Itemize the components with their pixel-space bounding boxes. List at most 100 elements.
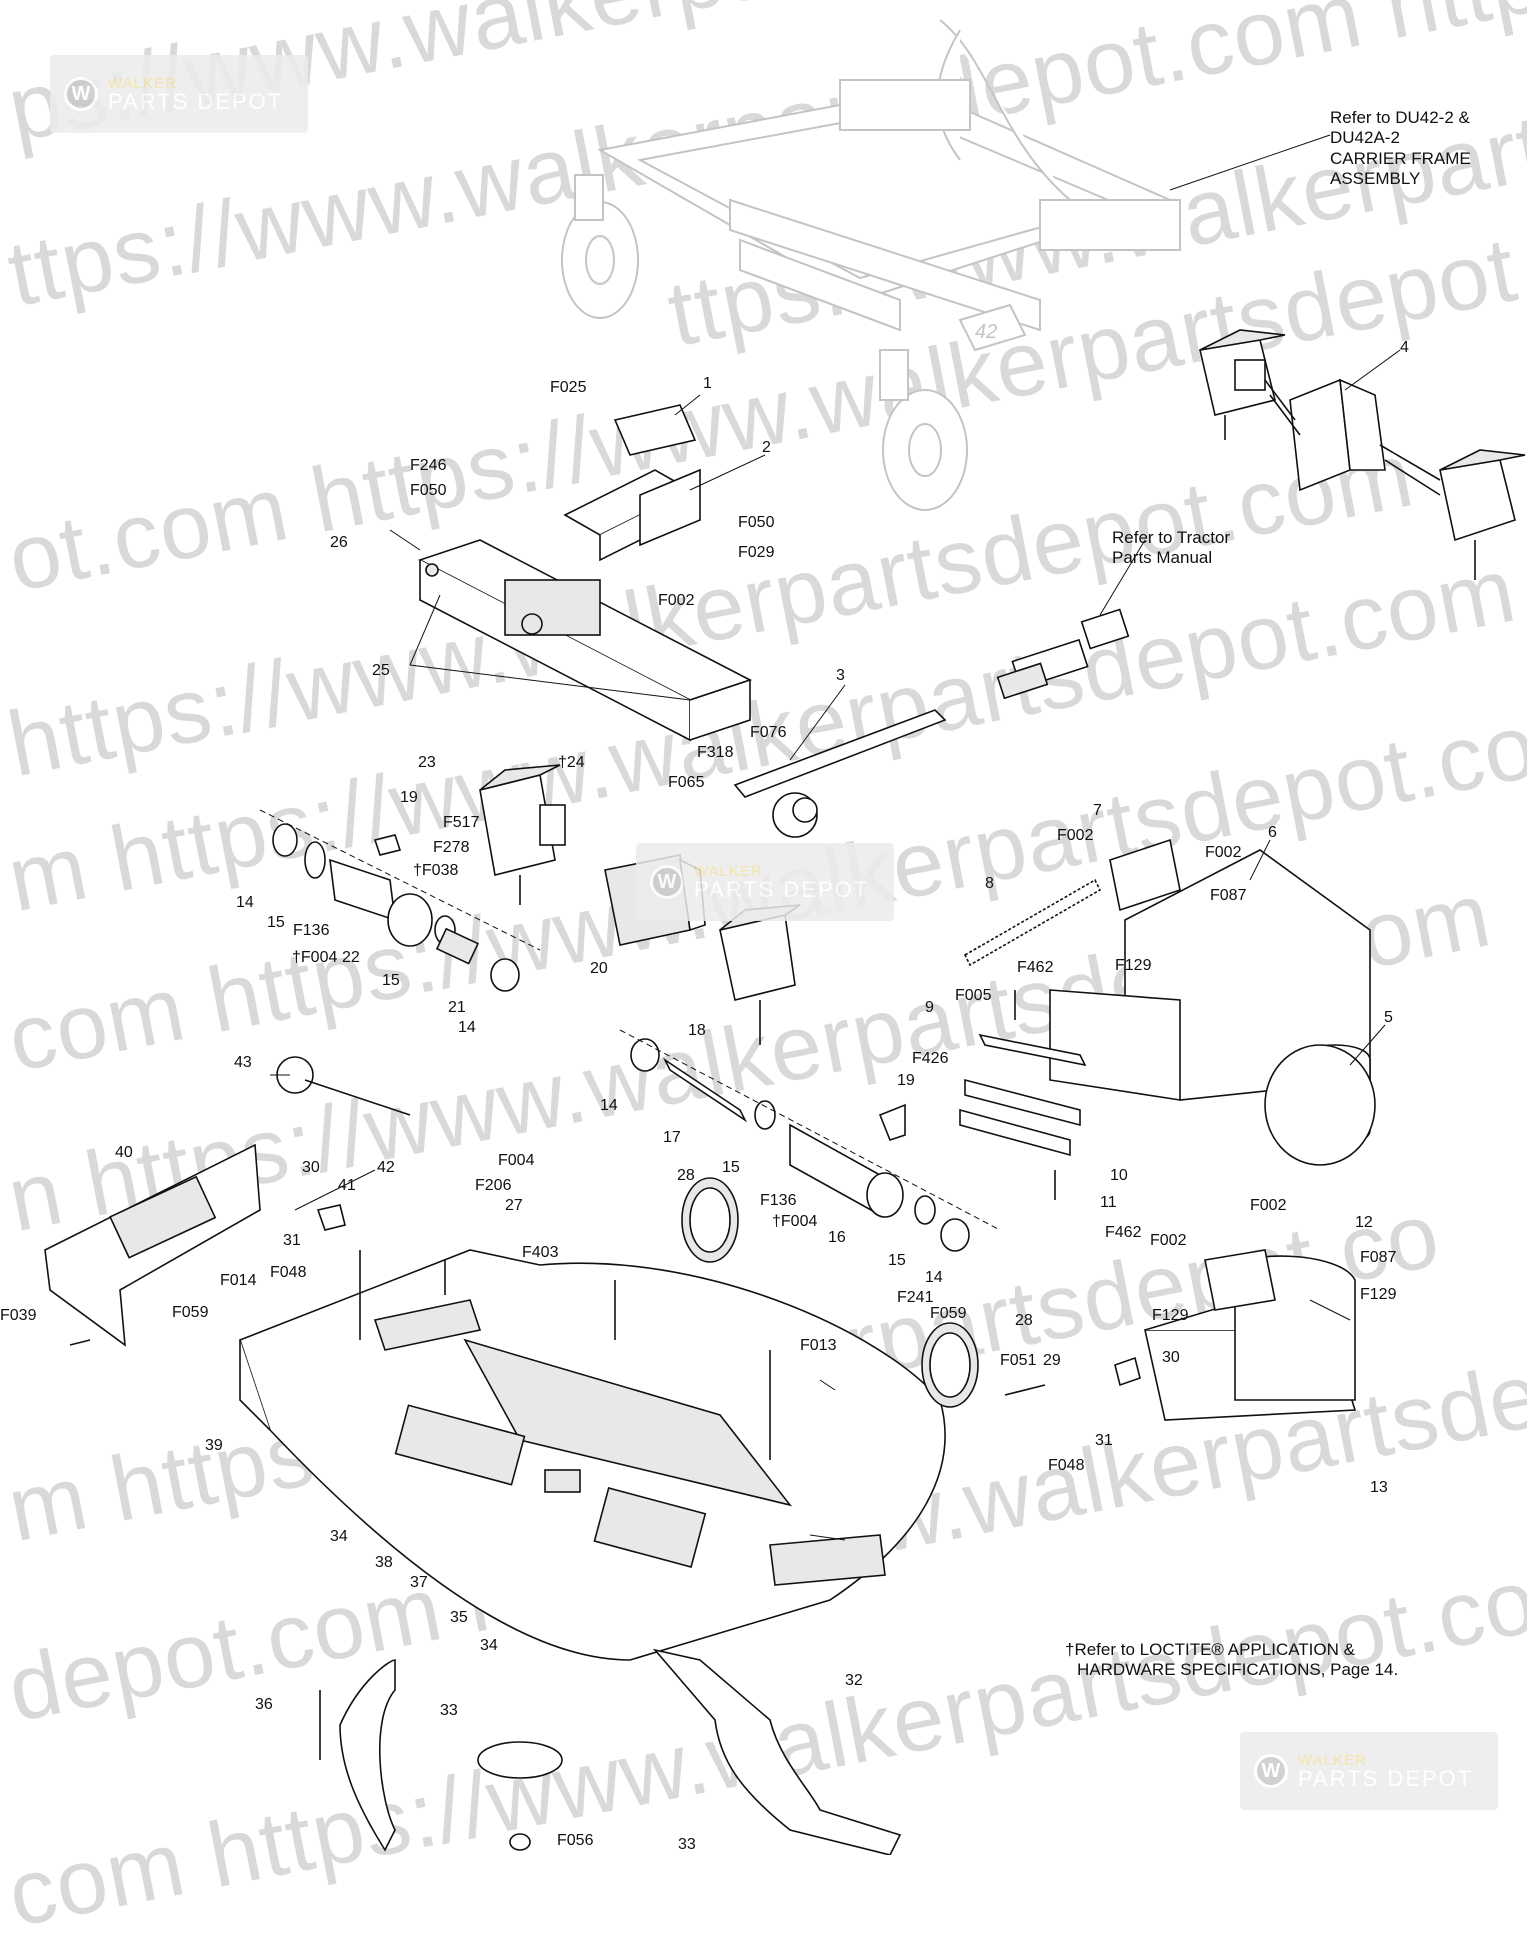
- callout-6: 6: [1268, 824, 1277, 841]
- callout-35: 35: [450, 1609, 468, 1626]
- callout-F246: F246: [410, 457, 447, 474]
- callout-F039: F039: [0, 1307, 37, 1324]
- callout-F004a: †F004: [292, 949, 337, 966]
- carrier-frame-assembly: 42: [561, 19, 1181, 511]
- callout-34a: 34: [330, 1528, 348, 1545]
- callout-8: 8: [985, 875, 994, 892]
- callout-F002c: F002: [1205, 844, 1242, 861]
- left-gearbox-group: [259, 764, 566, 992]
- watermark-logo-top: W WALKER PARTS DEPOT: [50, 55, 308, 133]
- callout-F002e: F002: [1150, 1232, 1187, 1249]
- callout-F048b: F048: [1048, 1457, 1085, 1474]
- logo-line1: WALKER: [694, 862, 763, 880]
- callout-13: 13: [1370, 1479, 1388, 1496]
- callout-F050a: F050: [410, 482, 447, 499]
- callout-F051: F051: [1000, 1352, 1037, 1369]
- callout-14d: 14: [925, 1269, 943, 1286]
- callout-3: 3: [836, 667, 845, 684]
- callout-F136a: F136: [293, 922, 330, 939]
- callout-F025: F025: [550, 379, 587, 396]
- callout-F056: F056: [557, 1832, 594, 1849]
- callout-38: 38: [375, 1554, 393, 1571]
- callout-11: 11: [1100, 1194, 1117, 1211]
- callout-F403: F403: [522, 1244, 559, 1261]
- callout-34b: 34: [480, 1637, 498, 1654]
- callout-7: 7: [1093, 802, 1102, 819]
- tractor-reference-note: Refer to Tractor Parts Manual: [1112, 528, 1230, 569]
- callout-F065: F065: [668, 774, 705, 791]
- blades-and-baffles: [319, 1648, 902, 1855]
- callout-39: 39: [205, 1437, 223, 1454]
- callout-12: 12: [1355, 1214, 1373, 1231]
- callout-15d: 15: [888, 1252, 906, 1269]
- gauge-wheels: [316, 1177, 1141, 1408]
- loctite-line1: †Refer to LOCTITE® APPLICATION &: [1065, 1640, 1355, 1659]
- callout-F462a: F462: [1017, 959, 1054, 976]
- callout-14a: 14: [236, 894, 254, 911]
- callout-25: 25: [372, 662, 390, 679]
- callout-F014: F014: [220, 1272, 257, 1289]
- callout-14b: 14: [458, 1019, 476, 1036]
- callout-1: 1: [703, 375, 712, 392]
- callout-33b: 33: [678, 1836, 696, 1853]
- walker-logo-icon: W: [650, 865, 684, 899]
- callout-31b: 31: [1095, 1432, 1113, 1449]
- walker-logo-icon: W: [64, 77, 98, 111]
- callout-F206: F206: [475, 1177, 512, 1194]
- callout-2: 2: [762, 439, 771, 456]
- callout-F013: F013: [800, 1337, 837, 1354]
- callout-F004b: F004: [498, 1152, 535, 1169]
- callout-28b: 28: [1015, 1312, 1033, 1329]
- carrier-reference-note: Refer to DU42-2 & DU42A-2 CARRIER FRAME …: [1330, 108, 1527, 190]
- gearbox-assembly: [1199, 329, 1526, 580]
- callout-23: 23: [418, 754, 436, 771]
- callout-27: 27: [505, 1197, 523, 1214]
- callout-F278: F278: [433, 839, 470, 856]
- watermark-logo-bottom: W WALKER PARTS DEPOT: [1240, 1732, 1498, 1810]
- callout-F029: F029: [738, 544, 775, 561]
- loctite-line2: HARDWARE SPECIFICATIONS, Page 14.: [1077, 1660, 1399, 1680]
- callout-15c: 15: [722, 1159, 740, 1176]
- callout-F059a: F059: [172, 1304, 209, 1321]
- carrier-ref-line2: CARRIER FRAME ASSEMBLY: [1330, 148, 1471, 189]
- callout-42: 42: [377, 1159, 395, 1176]
- callout-31a: 31: [283, 1232, 301, 1249]
- center-gearbox-group: [604, 854, 1001, 1252]
- callout-14c: 14: [600, 1097, 618, 1114]
- callout-19a: 19: [400, 789, 418, 806]
- callout-F426: F426: [912, 1050, 949, 1067]
- callout-21: 21: [448, 999, 466, 1016]
- callout-F129a: F129: [1115, 957, 1152, 974]
- callout-30b: 30: [1162, 1349, 1180, 1366]
- callout-F005: F005: [955, 987, 992, 1004]
- callout-F038: †F038: [413, 862, 458, 879]
- watermark-logo-center: W WALKER PARTS DEPOT: [636, 843, 894, 921]
- callout-33a: 33: [440, 1702, 458, 1719]
- tractor-ref-line2: Parts Manual: [1112, 548, 1213, 568]
- callout-40: 40: [115, 1144, 133, 1161]
- mower-deck-shell: [239, 1249, 946, 1661]
- callout-F129b: F129: [1360, 1286, 1397, 1303]
- callout-F129c: F129: [1152, 1307, 1189, 1324]
- callout-26: 26: [330, 534, 348, 551]
- callout-F048a: F048: [270, 1264, 307, 1281]
- callout-18: 18: [688, 1022, 706, 1039]
- callout-19b: 19: [897, 1072, 915, 1089]
- carrier-ref-line1: Refer to DU42-2 & DU42A-2: [1330, 108, 1470, 148]
- deck-cover-group: [417, 404, 753, 742]
- callout-36: 36: [255, 1696, 273, 1713]
- logo-line2: PARTS DEPOT: [694, 876, 870, 902]
- callout-F059b: F059: [930, 1305, 967, 1322]
- callout-labels: 1 2 3 4 5 6 7 8 9 10 11 12 13 14 14 14 1…: [0, 339, 1409, 1853]
- callout-9: 9: [925, 999, 934, 1016]
- callout-F517: F517: [443, 814, 480, 831]
- callout-41: 41: [338, 1177, 356, 1194]
- callout-16: 16: [828, 1229, 846, 1246]
- callout-F004c: †F004: [772, 1213, 817, 1230]
- callout-F076: F076: [750, 724, 787, 741]
- callout-29: 29: [1043, 1352, 1061, 1369]
- callout-F002a: F002: [658, 592, 695, 609]
- left-shield-and-wrench: [44, 1056, 411, 1347]
- callout-15b: 15: [382, 972, 400, 989]
- tractor-ref-line1: Refer to Tractor: [1112, 528, 1231, 547]
